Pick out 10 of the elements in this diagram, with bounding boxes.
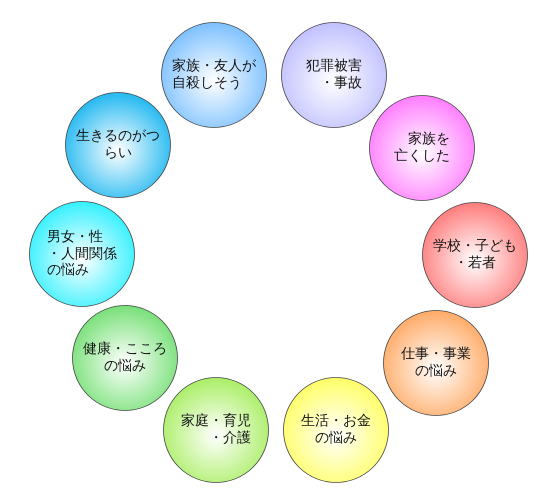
topic-label: 家庭・育児・介護 [181,413,251,447]
topic-label: 健康・こころの悩み [83,341,167,375]
topic-label: 家族を亡くした [394,131,450,165]
topic-label: 家族・友人が自殺しそう [172,58,256,92]
topic-label: 生きるのがつらい [76,128,160,162]
topic-label: 仕事・事業の悩み [401,346,471,380]
topic-label: 男女・性・人間関係の悩み [47,228,117,280]
topic-label: 生活・お金の悩み [301,413,371,447]
topic-label: 学校・子ども・若者 [433,238,517,272]
topic-label: 犯罪被害・事故 [306,58,362,92]
